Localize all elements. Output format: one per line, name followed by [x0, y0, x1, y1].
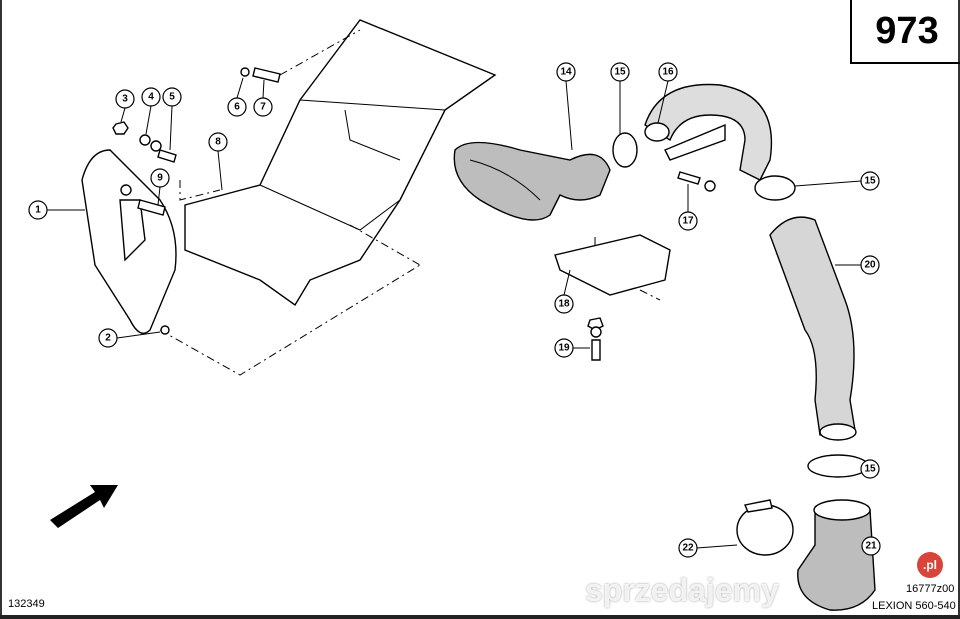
pipe-adapter [797, 509, 876, 611]
leader-lines [47, 77, 872, 549]
svg-text:7: 7 [260, 102, 266, 113]
document-code: 132349 [8, 598, 45, 610]
svg-text:4: 4 [148, 92, 154, 103]
hardware-nuts-bolts [112, 67, 281, 335]
svg-text:2: 2 [105, 333, 111, 344]
bracket-cutout [119, 199, 146, 262]
model-label: LEXION 560-540 [872, 600, 956, 612]
svg-text:17: 17 [682, 216, 694, 227]
drawing-code: 16777z00 [906, 583, 955, 595]
svg-text:21: 21 [865, 541, 877, 552]
callout-20: 20 [860, 255, 880, 275]
callout-15: 15 [860, 171, 880, 191]
callout-2: 2 [98, 328, 118, 348]
svg-text:16: 16 [662, 67, 674, 78]
svg-text:20: 20 [864, 260, 876, 271]
callout-6: 6 [227, 97, 247, 117]
callout-14: 14 [556, 62, 576, 82]
callout-1: 1 [28, 200, 48, 220]
svg-text:3: 3 [122, 94, 128, 105]
page-number: 973 [850, 0, 960, 64]
air-intake-duct [453, 141, 611, 221]
frame-border [0, 615, 960, 619]
callout-16: 16 [658, 62, 678, 82]
callout-15: 15 [610, 62, 630, 82]
svg-text:18: 18 [558, 299, 570, 310]
svg-text:14: 14 [560, 67, 572, 78]
callout-17: 17 [678, 211, 698, 231]
frame-border [958, 0, 960, 619]
callout-22: 22 [678, 538, 698, 558]
callout-7: 7 [253, 97, 273, 117]
svg-text:19: 19 [558, 343, 570, 354]
callout-19: 19 [554, 338, 574, 358]
svg-text:6: 6 [234, 102, 240, 113]
callout-21: 21 [861, 536, 881, 556]
watermark-badge: .pl [917, 552, 943, 578]
watermark: sprzedajemy [585, 572, 779, 608]
callout-15: 15 [860, 459, 880, 479]
svg-text:5: 5 [169, 92, 175, 103]
flexible-hose [769, 216, 856, 436]
elbow-pipe [644, 83, 773, 181]
callout-3: 3 [115, 89, 135, 109]
svg-text:15: 15 [864, 176, 876, 187]
svg-text:9: 9 [157, 173, 163, 184]
mount-bracket [554, 234, 671, 296]
callout-18: 18 [554, 294, 574, 314]
direction-arrow-icon [50, 485, 118, 528]
svg-text:15: 15 [614, 67, 626, 78]
frame-border [0, 0, 2, 619]
chute [184, 19, 497, 307]
callout-8: 8 [208, 132, 228, 152]
callout-9: 9 [150, 168, 170, 188]
callout-5: 5 [162, 87, 182, 107]
svg-text:15: 15 [864, 464, 876, 475]
svg-text:8: 8 [215, 137, 221, 148]
svg-text:1: 1 [35, 205, 41, 216]
callout-4: 4 [141, 87, 161, 107]
svg-text:22: 22 [682, 543, 694, 554]
